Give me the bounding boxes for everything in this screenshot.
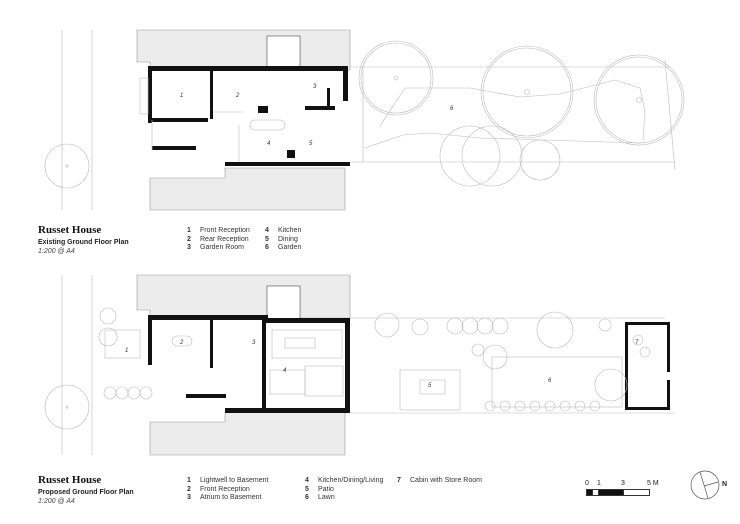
- proposed-title-block: Russet House Proposed Ground Floor Plan …: [38, 474, 134, 505]
- svg-text:3: 3: [313, 84, 317, 90]
- svg-text:4: 4: [267, 141, 271, 147]
- proposed-plan: [44, 274, 675, 456]
- north-label: N: [722, 481, 728, 488]
- svg-text:1: 1: [180, 93, 183, 99]
- svg-text:6: 6: [548, 378, 552, 384]
- scale-segment: [598, 489, 625, 496]
- proposed-scale: 1:200 @ A4: [38, 498, 75, 505]
- scale-segment: [623, 489, 650, 496]
- scale-tick: 0: [585, 480, 589, 487]
- scale-bar: 0 1 3 5 M: [585, 480, 665, 500]
- svg-text:7: 7: [635, 340, 639, 346]
- svg-text:3: 3: [252, 340, 256, 346]
- proposed-title: Russet House: [38, 474, 102, 486]
- existing-subtitle: Existing Ground Floor Plan: [38, 239, 129, 246]
- svg-text:2: 2: [235, 93, 240, 99]
- proposed-room-tags: 1 2 3 4 5 6 7: [125, 340, 639, 389]
- svg-text:5: 5: [428, 383, 432, 389]
- svg-text:2: 2: [179, 340, 184, 346]
- existing-scale: 1:200 @ A4: [38, 248, 75, 255]
- proposed-subtitle: Proposed Ground Floor Plan: [38, 489, 134, 496]
- existing-title-block: Russet House Existing Ground Floor Plan …: [38, 224, 129, 255]
- svg-text:1: 1: [125, 348, 128, 354]
- existing-plan: [44, 29, 685, 211]
- scale-tick: 5 M: [647, 480, 659, 487]
- scale-tick: 3: [621, 480, 625, 487]
- svg-text:5: 5: [309, 141, 313, 147]
- svg-text:6: 6: [450, 106, 454, 112]
- north-arrow-icon: [690, 470, 720, 500]
- scale-tick: 1: [597, 480, 601, 487]
- existing-room-tags: 1 2 3 4 5 6: [180, 84, 454, 147]
- existing-title: Russet House: [38, 224, 102, 236]
- svg-text:4: 4: [283, 368, 287, 374]
